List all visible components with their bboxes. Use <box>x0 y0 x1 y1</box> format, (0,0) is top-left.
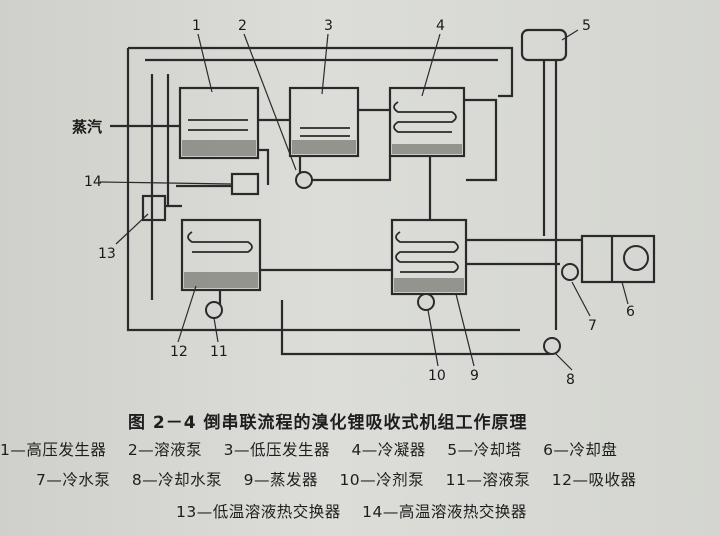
legend-item: 6—冷却盘 <box>543 441 618 459</box>
label-9: 9 <box>470 368 479 384</box>
cooling-coil-unit <box>580 234 656 284</box>
condenser <box>388 86 466 158</box>
legend-item: 14—高温溶液热交换器 <box>362 503 527 521</box>
steam-label: 蒸汽 <box>72 118 102 136</box>
flow-diagram: 蒸汽 1 2 3 4 5 6 7 8 9 10 11 12 13 14 <box>72 18 656 388</box>
high-temp-heat-exchanger <box>230 172 260 196</box>
label-11: 11 <box>210 344 228 360</box>
label-6: 6 <box>626 304 635 320</box>
legend-item: 12—吸收器 <box>551 471 637 489</box>
label-13: 13 <box>98 246 116 262</box>
figure-caption: 图 2－4 倒串联流程的溴化锂吸收式机组工作原理 <box>128 413 528 433</box>
legend-row-2: 7—冷水泵 8—冷却水泵 9—蒸发器 10—冷剂泵 11—溶液泵 12—吸收器 <box>36 468 653 490</box>
label-3: 3 <box>324 18 333 34</box>
legend-item: 10—冷剂泵 <box>339 471 425 489</box>
label-2: 2 <box>238 18 247 34</box>
label-10: 10 <box>428 368 446 384</box>
legend-item: 7—冷水泵 <box>36 471 111 489</box>
legend-item: 3—低压发生器 <box>223 441 330 459</box>
legend-item: 9—蒸发器 <box>243 471 318 489</box>
solution-pump-2 <box>295 171 313 189</box>
legend-item: 1—高压发生器 <box>0 441 107 459</box>
label-12: 12 <box>170 344 188 360</box>
legend-row-3: 13—低温溶液热交换器 14—高温溶液热交换器 <box>176 500 543 522</box>
label-8: 8 <box>566 372 575 388</box>
legend-item: 5—冷却塔 <box>447 441 522 459</box>
legend-item: 2—溶液泵 <box>127 441 203 459</box>
refrigerant-pump <box>417 293 435 311</box>
top-pipe <box>128 46 514 68</box>
label-7: 7 <box>588 318 597 334</box>
legend-item: 4—冷凝器 <box>351 441 426 459</box>
left-pipe <box>126 48 520 332</box>
legend-item: 11—溶液泵 <box>445 471 531 489</box>
high-pressure-generator <box>178 86 260 160</box>
cooling-water-pump <box>543 337 561 355</box>
low-pressure-generator <box>288 86 360 158</box>
label-5: 5 <box>582 18 591 34</box>
low-temp-heat-exchanger <box>141 194 167 222</box>
legend-item: 8—冷却水泵 <box>131 471 223 489</box>
label-1: 1 <box>192 18 201 34</box>
label-4: 4 <box>436 18 445 34</box>
chilled-water-pump <box>561 263 579 281</box>
legend-row-1: 1—高压发生器 2—溶液泵 3—低压发生器 4—冷凝器 5—冷却塔 6—冷却盘 <box>0 438 633 460</box>
solution-pump-11 <box>205 301 223 319</box>
legend-item: 13—低温溶液热交换器 <box>176 503 341 521</box>
fan <box>623 245 649 271</box>
label-14: 14 <box>84 174 102 190</box>
cooling-tower <box>520 28 568 62</box>
